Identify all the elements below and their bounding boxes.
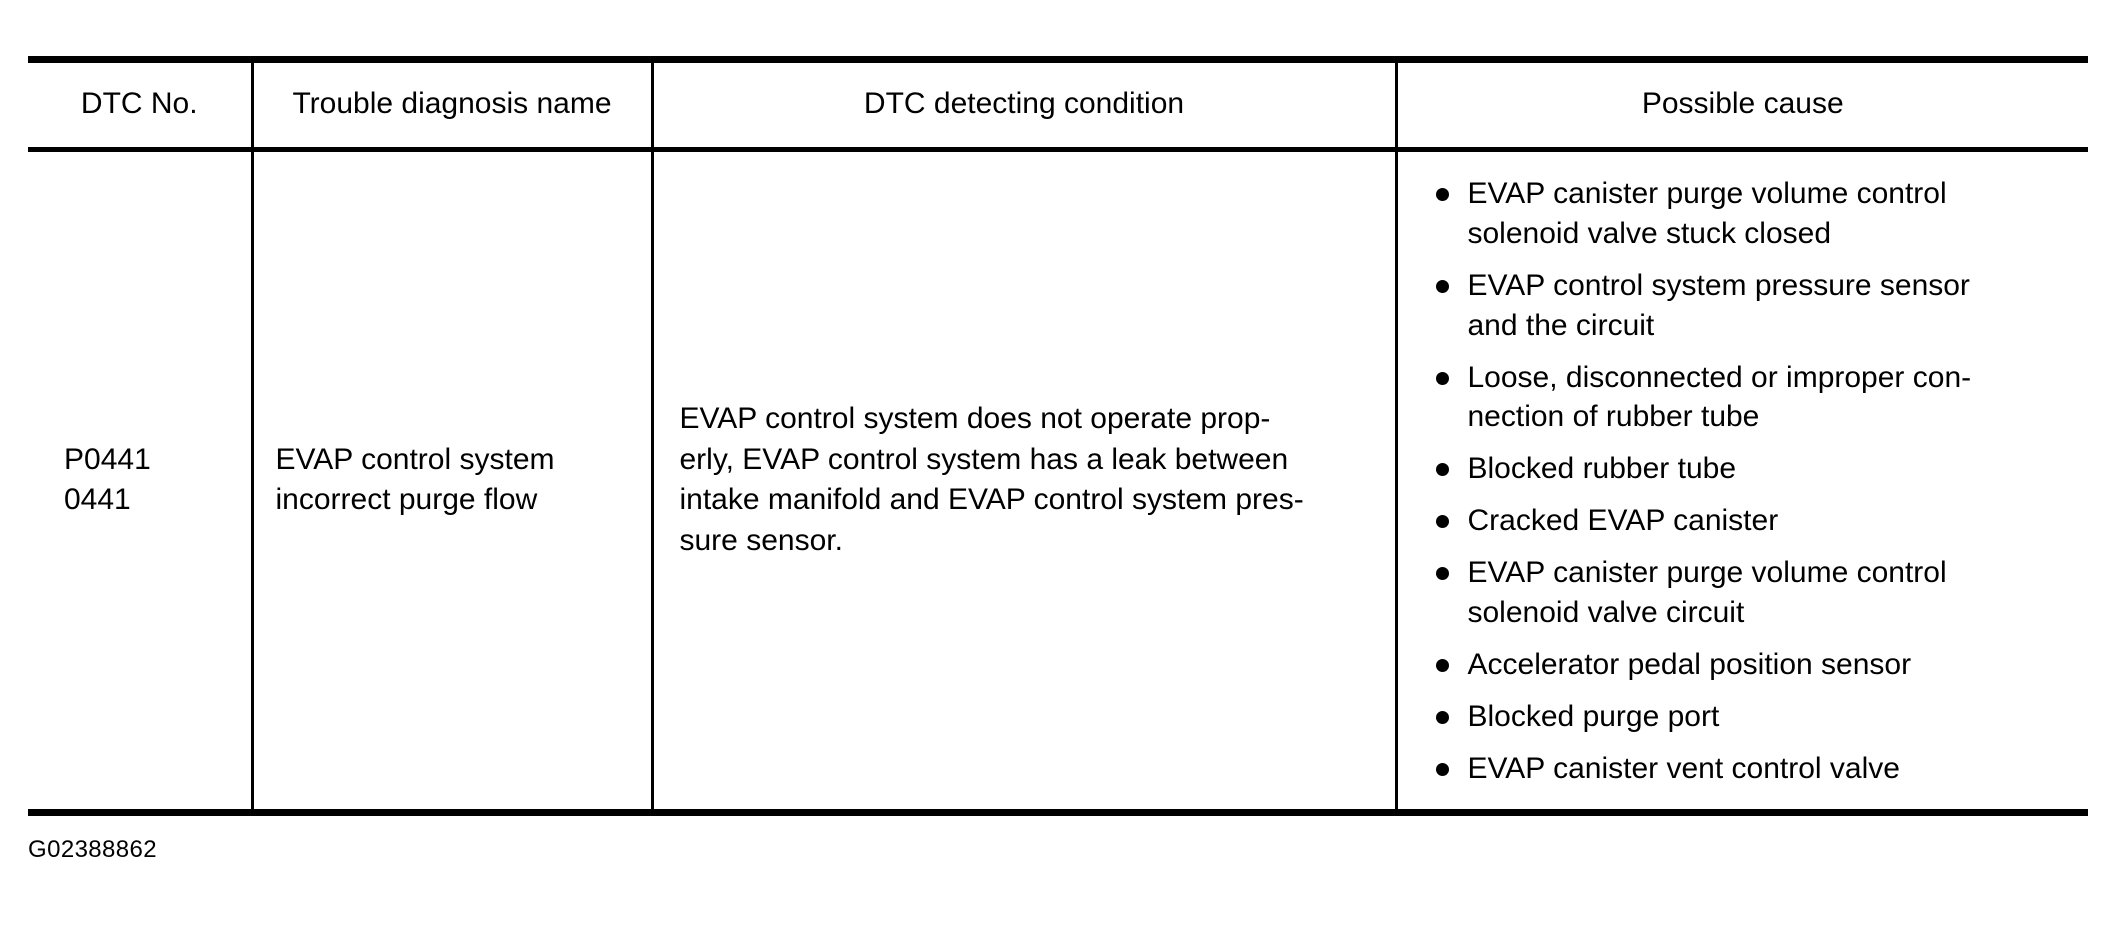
- condition-line-2: erly, EVAP control system has a leak bet…: [679, 442, 1289, 476]
- condition-line-4: sure sensor.: [679, 523, 843, 557]
- table-body: P0441 0441 EVAP control system incorrect…: [28, 149, 2089, 816]
- cell-trouble-diagnosis-name: EVAP control system incorrect purge flow: [252, 149, 654, 816]
- cause-line: EVAP canister vent control valve: [1467, 751, 1900, 785]
- list-item: Blocked rubber tube: [1435, 449, 2079, 489]
- list-item: Accelerator pedal position sensor: [1435, 645, 2079, 685]
- cause-line: Blocked rubber tube: [1467, 452, 1737, 486]
- list-item: EVAP canister purge volume control solen…: [1435, 553, 2079, 633]
- condition-line-3: intake manifold and EVAP control system …: [679, 483, 1304, 517]
- column-header-dtc-no: DTC No.: [28, 56, 254, 152]
- list-item: Blocked purge port: [1435, 697, 2079, 737]
- cause-line: solenoid valve stuck closed: [1467, 216, 1832, 250]
- bullet-icon: [1435, 279, 1449, 293]
- cause-line: EVAP control system pressure sensor: [1467, 268, 1970, 302]
- detecting-condition-content: EVAP control system does not operate pro…: [654, 381, 1395, 579]
- bullet-icon: [1435, 371, 1449, 385]
- cause-line: and the circuit: [1467, 308, 1655, 342]
- trouble-diagnosis-name-content: EVAP control system incorrect purge flow: [254, 422, 651, 539]
- list-item: EVAP control system pressure sensor and …: [1435, 266, 2079, 346]
- cell-possible-cause: EVAP canister purge volume control solen…: [1396, 149, 2089, 816]
- trouble-name-line-1: EVAP control system: [275, 442, 555, 476]
- list-item: Cracked EVAP canister: [1435, 501, 2079, 541]
- bullet-icon: [1435, 762, 1449, 776]
- condition-line-1: EVAP control system does not operate pro…: [679, 402, 1271, 436]
- bullet-icon: [1435, 658, 1449, 672]
- figure-id-caption: G02388862: [28, 836, 158, 863]
- table-header: DTC No. Trouble diagnosis name DTC detec…: [28, 56, 2088, 152]
- bullet-icon: [1435, 567, 1449, 581]
- cause-line: nection of rubber tube: [1467, 400, 1760, 434]
- possible-cause-list: EVAP canister purge volume control solen…: [1398, 152, 2089, 809]
- bullet-icon: [1435, 463, 1449, 477]
- dtc-code-secondary: 0441: [64, 483, 131, 517]
- table-header-row: DTC No. Trouble diagnosis name DTC detec…: [28, 56, 2088, 152]
- cell-dtc-no: P0441 0441: [28, 149, 254, 816]
- cause-line: Accelerator pedal position sensor: [1467, 647, 1912, 681]
- column-header-dtc-detecting-condition: DTC detecting condition: [652, 56, 1398, 152]
- table-row: P0441 0441 EVAP control system incorrect…: [28, 149, 2089, 816]
- dtc-table: DTC No. Trouble diagnosis name DTC detec…: [28, 56, 2088, 816]
- cause-line: EVAP canister purge volume control: [1467, 556, 1947, 590]
- dtc-no-content: P0441 0441: [28, 422, 251, 539]
- list-item: Loose, disconnected or improper con- nec…: [1435, 358, 2079, 438]
- cause-line: EVAP canister purge volume control: [1467, 177, 1947, 210]
- list-item: EVAP canister purge volume control solen…: [1435, 174, 2079, 254]
- bullet-icon: [1435, 515, 1449, 529]
- trouble-name-line-2: incorrect purge flow: [275, 483, 538, 517]
- list-item: EVAP canister vent control valve: [1435, 749, 2079, 789]
- cause-line: Loose, disconnected or improper con-: [1467, 360, 1972, 394]
- column-header-trouble-diagnosis-name: Trouble diagnosis name: [252, 56, 654, 152]
- dtc-code-primary: P0441: [64, 442, 151, 476]
- bullet-icon: [1435, 710, 1449, 724]
- cause-line: Cracked EVAP canister: [1467, 504, 1779, 538]
- cell-dtc-detecting-condition: EVAP control system does not operate pro…: [652, 149, 1398, 816]
- bullet-icon: [1435, 188, 1449, 201]
- column-header-possible-cause: Possible cause: [1396, 56, 2088, 152]
- cause-line: Blocked purge port: [1467, 699, 1720, 733]
- cause-line: solenoid valve circuit: [1467, 596, 1745, 630]
